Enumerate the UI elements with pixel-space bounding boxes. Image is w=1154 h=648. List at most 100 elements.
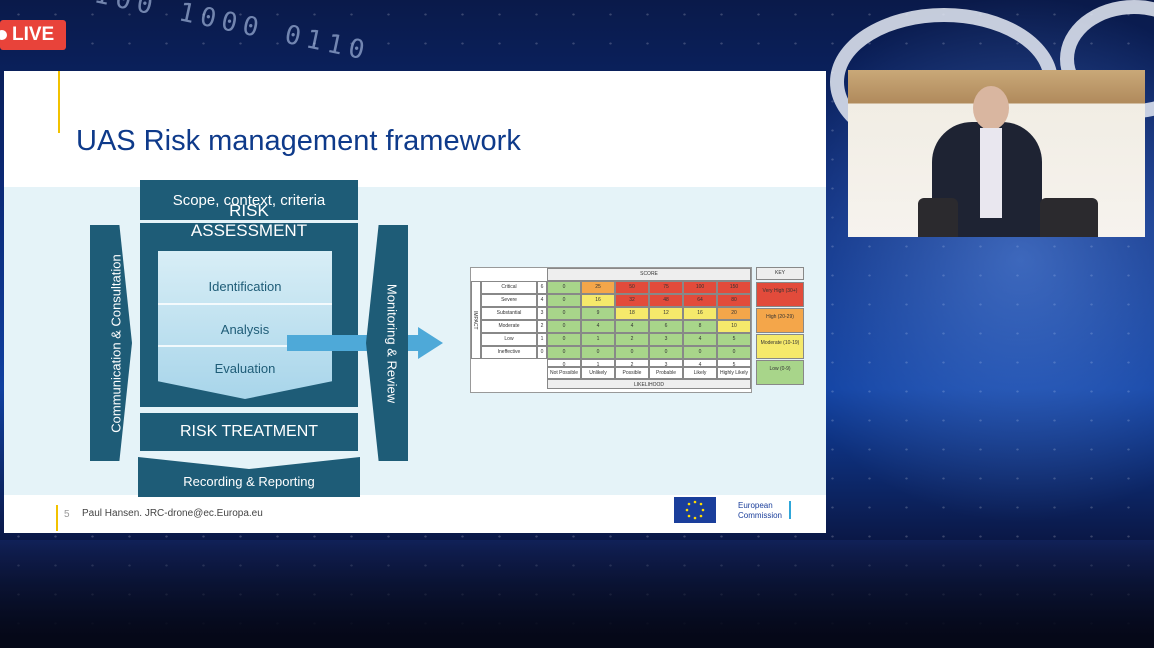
likelihood-weight: 1 — [581, 359, 615, 368]
step-evaluation: Evaluation — [214, 361, 276, 376]
impact-weight: 3 — [537, 307, 547, 320]
score-cell: 48 — [649, 294, 683, 307]
scope-box: Scope, context, criteria — [140, 180, 358, 220]
impact-row-label: Severe — [481, 294, 537, 307]
score-cell: 100 — [683, 281, 717, 294]
impact-row-label: Critical — [481, 281, 537, 294]
eu-stars-icon — [685, 500, 705, 520]
impact-row-label: Substantial — [481, 307, 537, 320]
score-cell: 18 — [615, 307, 649, 320]
speaker-camera-feed — [848, 70, 1145, 237]
likelihood-label: Likely — [683, 367, 717, 379]
score-cell: 0 — [717, 346, 751, 359]
impact-row-label: Moderate — [481, 320, 537, 333]
score-cell: 75 — [649, 281, 683, 294]
european-commission-label: European Commission — [738, 501, 783, 520]
score-cell: 0 — [547, 346, 581, 359]
score-cell: 9 — [581, 307, 615, 320]
likelihood-label: Not Possible — [547, 367, 581, 379]
score-cell: 5 — [717, 333, 751, 346]
impact-weight: 6 — [537, 281, 547, 294]
score-cell: 4 — [615, 320, 649, 333]
score-cell: 32 — [615, 294, 649, 307]
risk-assessment-label: RISK ASSESSMENT — [190, 201, 308, 240]
score-cell: 0 — [547, 294, 581, 307]
score-cell: 80 — [717, 294, 751, 307]
likelihood-weight: 2 — [615, 359, 649, 368]
live-dot-icon — [0, 30, 7, 40]
speaker-head — [973, 86, 1009, 130]
recording-label: Recording & Reporting — [183, 474, 315, 489]
impact-label: IMPACT — [471, 281, 481, 359]
likelihood-label: Unlikely — [581, 367, 615, 379]
score-cell: 16 — [581, 294, 615, 307]
step-divider — [158, 303, 332, 305]
score-cell: 0 — [683, 346, 717, 359]
monitoring-label: Monitoring & Review — [384, 283, 400, 404]
step-analysis: Analysis — [220, 322, 270, 337]
presentation-slide: UAS Risk management framework Scope, con… — [4, 71, 826, 533]
score-cell: 6 — [649, 320, 683, 333]
likelihood-label: Probable — [649, 367, 683, 379]
speaker-shirt — [980, 128, 1002, 218]
score-cell: 150 — [717, 281, 751, 294]
score-cell: 0 — [547, 281, 581, 294]
score-cell: 0 — [547, 307, 581, 320]
chair-left — [918, 198, 958, 237]
likelihood-weight: 0 — [547, 359, 581, 368]
communication-label: Communication & Consultation — [108, 254, 124, 433]
score-cell: 8 — [683, 320, 717, 333]
score-cell: 64 — [683, 294, 717, 307]
impact-weight: 1 — [537, 333, 547, 346]
scope-label: Scope, context, criteria — [172, 192, 326, 209]
score-cell: 12 — [649, 307, 683, 320]
risk-treatment-label: RISK TREATMENT — [179, 423, 319, 440]
likelihood-weight: 5 — [717, 359, 751, 368]
impact-row-label: Ineffective — [481, 346, 537, 359]
score-cell: 1 — [581, 333, 615, 346]
footer-accent-bar — [56, 505, 58, 531]
impact-weight: 0 — [537, 346, 547, 359]
impact-row-label: Low — [481, 333, 537, 346]
likelihood-weight: 4 — [683, 359, 717, 368]
key-item: Moderate (10-19) — [756, 334, 804, 359]
step-identification: Identification — [208, 279, 282, 294]
score-cell: 0 — [547, 320, 581, 333]
eu-flag-logo — [674, 497, 716, 523]
score-cell: 0 — [547, 333, 581, 346]
likelihood-header: LIKELIHOOD — [547, 379, 751, 389]
impact-weight: 4 — [537, 294, 547, 307]
eu-accent-bar — [789, 501, 791, 519]
score-cell: 4 — [683, 333, 717, 346]
live-label: LIVE — [12, 24, 55, 45]
score-cell: 3 — [649, 333, 683, 346]
score-cell: 0 — [581, 346, 615, 359]
slide-title: UAS Risk management framework — [76, 125, 521, 157]
score-cell: 4 — [581, 320, 615, 333]
risk-matrix-key: KEY Very High (30+)High (20-29)Moderate (… — [756, 267, 804, 385]
score-cell: 10 — [717, 320, 751, 333]
risk-treatment-box: RISK TREATMENT — [140, 413, 358, 451]
likelihood-label: Highly Likely — [717, 367, 751, 379]
impact-weight: 2 — [537, 320, 547, 333]
score-cell: 50 — [615, 281, 649, 294]
score-header: SCORE — [547, 268, 751, 281]
background-cityscape — [0, 540, 1154, 648]
likelihood-label: Possible — [615, 367, 649, 379]
live-badge: LIVE — [0, 20, 66, 50]
key-item: Very High (30+) — [756, 282, 804, 307]
key-item: High (20-29) — [756, 308, 804, 333]
chair-right — [1040, 198, 1098, 237]
footer-author: Paul Hansen. JRC-drone@ec.Europa.eu — [82, 508, 263, 519]
score-cell: 16 — [683, 307, 717, 320]
score-cell: 2 — [615, 333, 649, 346]
key-item: Low (0-9) — [756, 360, 804, 385]
score-cell: 0 — [649, 346, 683, 359]
assessment-steps-panel — [158, 251, 332, 399]
score-cell: 20 — [717, 307, 751, 320]
score-cell: 0 — [615, 346, 649, 359]
key-header: KEY — [756, 267, 804, 280]
step-divider — [158, 345, 332, 347]
score-cell: 25 — [581, 281, 615, 294]
